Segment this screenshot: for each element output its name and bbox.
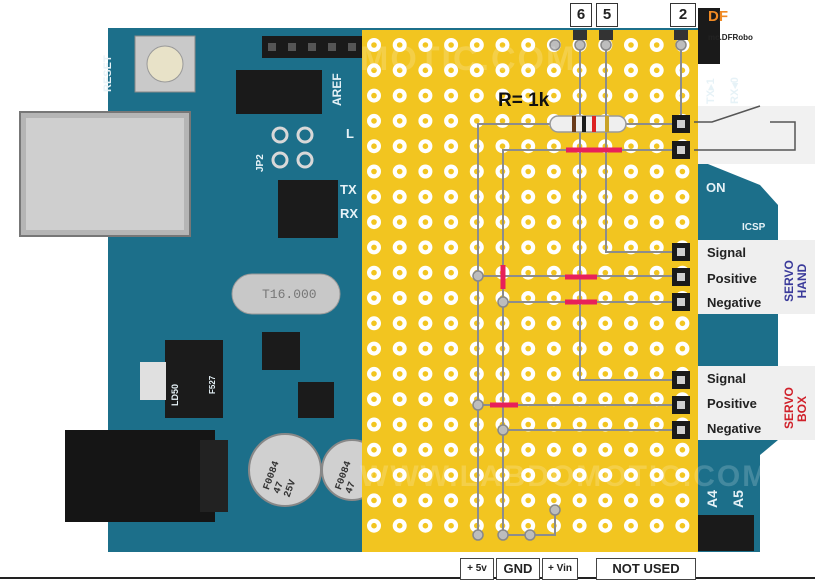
jp2-label: JP2 — [255, 154, 266, 172]
label-not-used: NOT USED — [596, 558, 696, 580]
wire-end — [574, 39, 586, 51]
header-pin — [348, 43, 356, 51]
pin-label-6: 6 — [570, 3, 592, 27]
header-pin — [328, 43, 336, 51]
top-header-pin — [674, 30, 688, 40]
pin-label-5: 5 — [596, 3, 618, 27]
wire — [530, 510, 556, 536]
servo-box-positive-label: Positive — [707, 396, 757, 411]
servo-hand-title: SERVO HAND — [782, 245, 809, 305]
servo-box-title-text: SERVO BOX — [782, 387, 809, 429]
wire-end — [524, 529, 536, 541]
power-jack — [65, 430, 215, 522]
rx-label: RX — [340, 206, 359, 221]
top-header-pin — [599, 30, 613, 40]
wire-end — [549, 504, 561, 516]
servo-hand-signal-label: Signal — [707, 245, 747, 260]
reset-label: RESET — [102, 55, 114, 92]
label-vin: + Vin — [542, 558, 578, 580]
header-pin — [308, 43, 316, 51]
watermark-bottom: WWW.LABDOMOTIC.COM — [360, 460, 770, 493]
regulator-label: LD50 — [170, 383, 180, 406]
crystal — [231, 273, 341, 315]
label-5v: + 5v — [460, 558, 494, 580]
crystal-label: T16.000 — [262, 287, 317, 302]
resistor — [549, 115, 627, 133]
bottom-right-header — [698, 515, 754, 551]
jumpers — [490, 147, 622, 408]
connector-pins — [573, 30, 690, 439]
wire-end — [549, 39, 561, 51]
pin-label-2: 2 — [670, 3, 696, 27]
wire-end — [497, 296, 509, 308]
servo-box-signal-label: Signal — [707, 371, 747, 386]
icsp-label: ICSP — [742, 222, 766, 233]
wire-end — [497, 529, 509, 541]
dfrobot-logo: DF — [708, 8, 728, 25]
servo-hand-positive-label: Positive — [707, 271, 757, 286]
servo-box-title: SERVO BOX — [782, 377, 809, 429]
servo-box-negative-label: Negative — [707, 421, 762, 436]
l-label: L — [346, 126, 354, 141]
wire — [605, 45, 678, 253]
a4-label: A4 — [704, 490, 720, 508]
mcu-chip — [278, 180, 338, 238]
tx-label: TX — [340, 182, 357, 197]
watermark-top: MOTIC.COM — [360, 40, 577, 78]
aref-label: AREF — [330, 73, 344, 106]
dfrobot-site: mc.DFRobo — [708, 33, 753, 42]
header-block — [236, 70, 322, 114]
header-pin — [268, 43, 276, 51]
on-label: ON — [706, 180, 726, 195]
servo-box-panel — [698, 366, 815, 440]
wire-end — [472, 270, 484, 282]
reset-button — [134, 35, 196, 93]
wire-end — [472, 529, 484, 541]
rx0-label: RX◂0 — [729, 77, 741, 104]
header-pin — [288, 43, 296, 51]
small-chip-label: F527 — [208, 375, 217, 394]
right-pin-header — [698, 8, 720, 64]
wire-end — [600, 39, 612, 51]
wire-end — [472, 399, 484, 411]
top-left-header — [236, 36, 362, 114]
resistor-label: R= 1k — [498, 90, 550, 111]
servo-hand-panel — [698, 240, 815, 314]
small-chip — [262, 332, 300, 370]
wire — [579, 45, 678, 381]
tx1-label: TX▸1 — [705, 78, 717, 104]
servo-hand-negative-label: Negative — [707, 295, 762, 310]
label-gnd: GND — [496, 558, 540, 580]
a5-label: A5 — [730, 490, 746, 508]
wire-end — [675, 39, 687, 51]
voltage-regulator — [165, 340, 223, 418]
wire-end — [497, 424, 509, 436]
servo-hand-title-text: SERVO HAND — [782, 260, 809, 302]
top-header-pin — [573, 30, 587, 40]
switch — [694, 105, 815, 164]
